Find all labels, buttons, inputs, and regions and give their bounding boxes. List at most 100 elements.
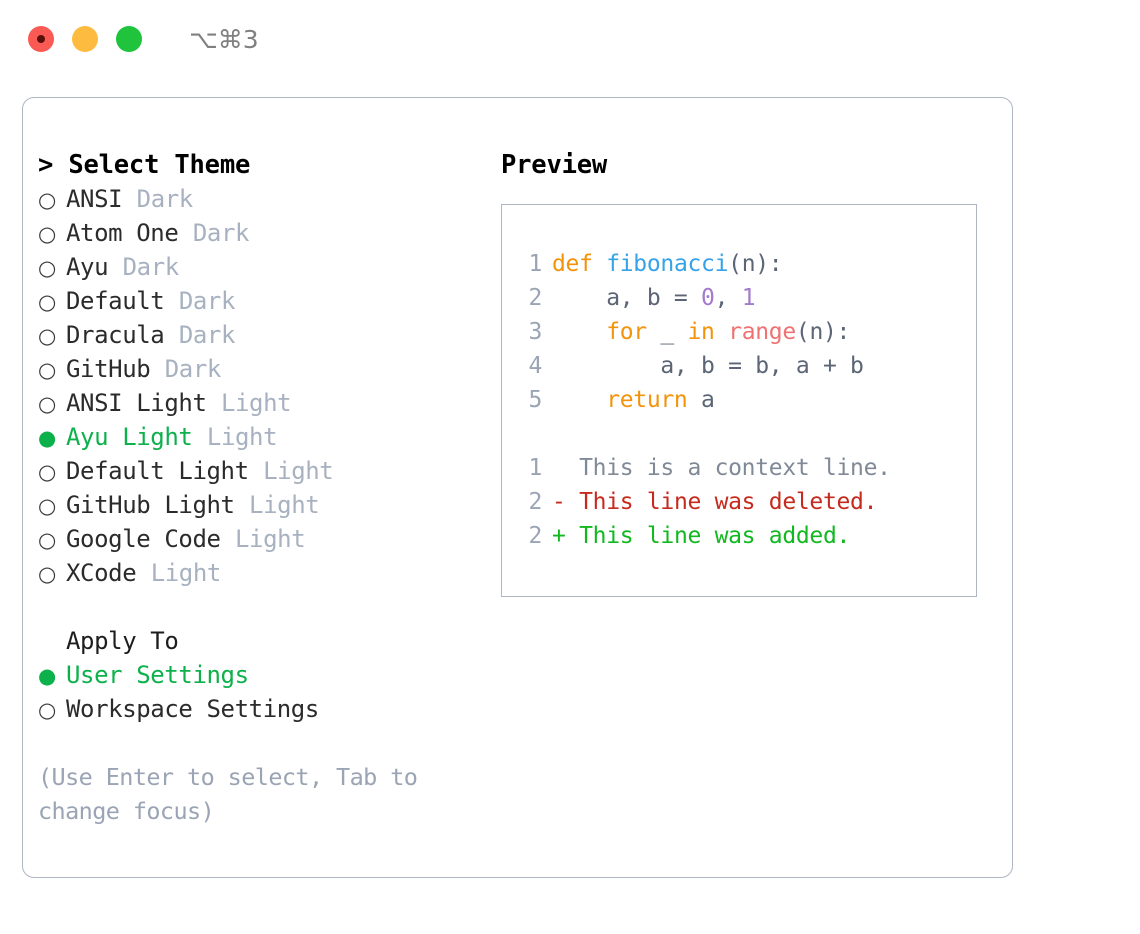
code-token: def [552,251,607,277]
code-token: _ [660,319,688,345]
line-number: 5 [528,387,542,413]
theme-variant-tag: Light [150,559,222,587]
radio-selected-icon: ● [38,664,57,688]
window-controls [28,26,142,52]
code-line: 5 return a [516,383,976,417]
code-token: a [701,387,715,413]
line-number: 3 [528,319,542,345]
theme-list-item[interactable]: ○ ANSI Dark [38,182,478,216]
diff-line: 1 This is a context line. [516,451,976,485]
theme-variant-tag: Dark [164,355,222,383]
theme-variant-tag: Dark [178,321,236,349]
theme-list-item[interactable]: ○Ayu Dark [38,250,478,284]
theme-name-label: Default Light [66,457,249,485]
theme-list-item[interactable]: ○XCode Light [38,556,478,590]
code-line: 3 for _ in range(n): [516,315,976,349]
code-token: fibonacci [606,251,729,277]
code-line: 4 a, b = b, a + b [516,349,976,383]
theme-name-label: Atom One [66,219,179,247]
code-token: a, b = b, a + b [552,353,864,379]
spacer [207,386,221,420]
apply-to-option[interactable]: ○Workspace Settings [38,692,478,726]
line-number: 1 [528,251,542,277]
theme-name-label: Default [66,287,165,315]
radio-unselected-icon: ○ [38,290,57,314]
diff-marker: - [552,489,566,515]
keyboard-shortcut-label: ⌥⌘3 [189,24,259,54]
code-spacer [516,417,976,451]
theme-variant-tag: Light [249,491,320,519]
code-token: , [714,285,742,311]
theme-variant-tag: Light [220,389,292,417]
theme-list-item[interactable]: ○ Default Light Light [38,454,478,488]
theme-variant-tag: Dark [192,219,250,247]
theme-list-item[interactable]: ● Ayu Light Light [38,420,478,454]
apply-to-list: ● User Settings ○Workspace Settings [38,658,478,726]
theme-name-label: GitHub Light [66,491,235,519]
diff-text: This line was deleted. [565,489,878,515]
code-token: a, b = [552,285,702,311]
theme-variant-tag: Dark [136,185,194,213]
theme-list-item[interactable]: ○ Default Dark [38,284,478,318]
radio-unselected-icon: ○ [38,392,57,416]
theme-name-label: Ayu Light [66,423,193,451]
radio-unselected-icon: ○ [38,188,57,212]
theme-name-label: ANSI [66,185,123,213]
line-number: 2 [528,489,542,515]
preview-heading: Preview [501,150,608,180]
keyboard-hint-text: (Use Enter to select, Tab to change focu… [38,763,418,825]
theme-name-label: XCode [66,559,137,587]
spacer [108,250,122,284]
theme-name-label: Dracula [66,321,165,349]
diff-marker: + [552,523,566,549]
theme-list-item[interactable]: ○GitHub Dark [38,352,478,386]
diff-sample: 1 This is a context line.2- This line wa… [516,451,976,553]
theme-list-item[interactable]: ○Google Code Light [38,522,478,556]
apply-to-option[interactable]: ● User Settings [38,658,478,692]
radio-unselected-icon: ○ [38,222,57,246]
maximize-window-button[interactable] [116,26,142,52]
spacer [122,182,136,216]
code-token: (n): [728,251,783,277]
theme-variant-tag: Dark [178,287,236,315]
line-number: 4 [528,353,542,379]
diff-line: 2- This line was deleted. [516,485,976,519]
close-window-button[interactable] [28,26,54,52]
minimize-window-button[interactable] [72,26,98,52]
diff-text: This line was added. [565,523,851,549]
spacer [235,488,249,522]
code-token: in [687,319,729,345]
code-token: 1 [741,285,756,311]
code-token: (n): [795,319,851,345]
spacer [164,284,178,318]
radio-unselected-icon: ○ [38,256,57,280]
theme-variant-tag: Light [235,525,306,553]
radio-selected-icon: ● [38,426,57,450]
radio-unselected-icon: ○ [38,324,57,348]
select-theme-heading-label: Select Theme [68,150,251,180]
diff-marker [552,455,566,481]
code-line: 2 a, b = 0, 1 [516,281,976,315]
spacer [192,420,206,454]
radio-unselected-icon: ○ [38,460,57,484]
theme-variant-tag: Light [206,423,278,451]
theme-picker-column: > Select Theme ○ANSI Dark○Atom One Dark○… [38,148,478,828]
theme-name-label: GitHub [66,355,151,383]
title-bar: ⌥⌘3 [0,0,1140,78]
theme-list-item[interactable]: ○ Dracula Dark [38,318,478,352]
theme-list-item[interactable]: ○ Atom One Dark [38,216,478,250]
theme-variant-tag: Light [263,457,334,485]
theme-list-item[interactable]: ○ANSI Light Light [38,386,478,420]
apply-to-option-label: User Settings [66,661,249,689]
spacer [221,522,235,556]
diff-text: This is a context line. [565,455,891,481]
theme-list-item[interactable]: ○GitHub Light Light [38,488,478,522]
apply-to-heading: Apply To [66,627,179,655]
theme-variant-tag: Dark [122,253,180,281]
line-number: 2 [528,285,542,311]
theme-name-label: Google Code [66,525,221,553]
